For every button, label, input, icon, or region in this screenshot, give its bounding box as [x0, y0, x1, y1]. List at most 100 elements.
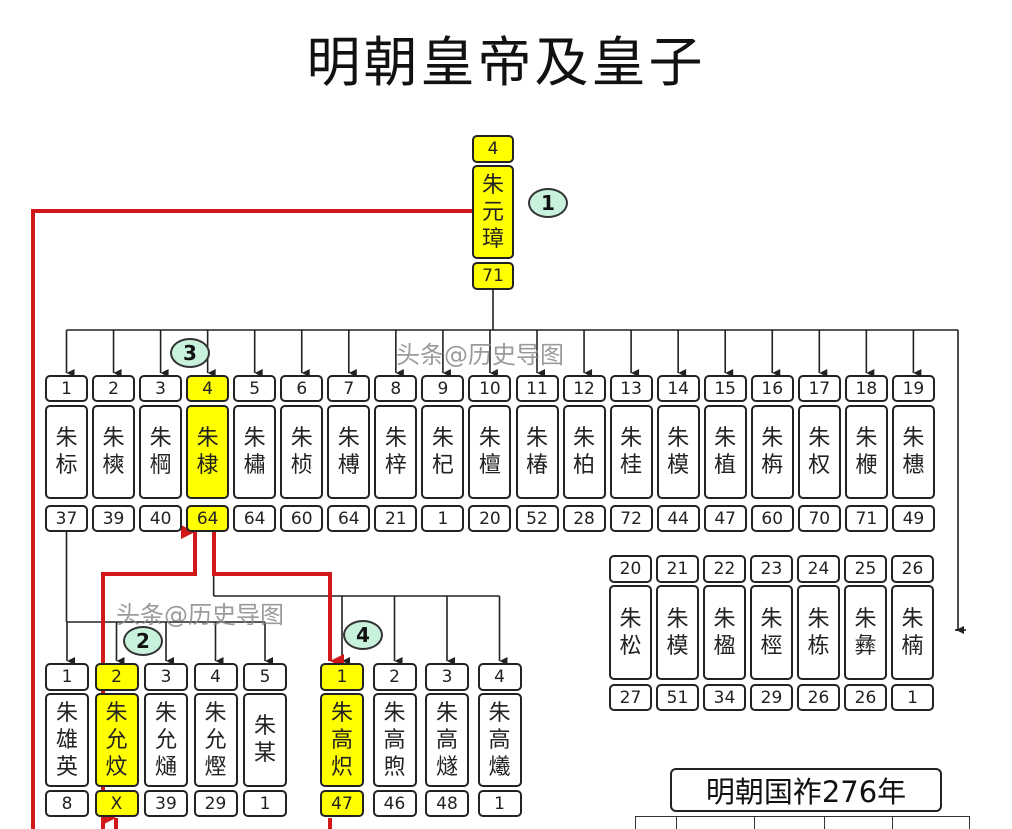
son-rank: 12: [562, 375, 606, 402]
son-age: 39: [92, 505, 136, 532]
watermark-bottom: 头条@历史导图: [116, 601, 284, 629]
son-age: 26: [797, 684, 840, 711]
son-age: 27: [609, 684, 652, 711]
grandson-name: 朱 高 炽: [320, 693, 364, 787]
son-rank: 10: [468, 375, 512, 402]
son-name: 朱 模: [656, 405, 700, 499]
grandson-age: X: [94, 790, 139, 817]
grandson-age: 47: [320, 790, 364, 817]
son-rank: 19: [891, 375, 935, 402]
grandson-age: 48: [425, 790, 469, 817]
son-rank: 11: [515, 375, 559, 402]
grandson-age: 1: [243, 790, 287, 817]
son-age: 21: [374, 505, 418, 532]
son-name: 朱 模: [656, 585, 699, 680]
grandson-name: 朱 高 燧: [425, 693, 469, 787]
son-age: 20: [468, 505, 512, 532]
step-badge-4: 4: [343, 620, 383, 650]
son-name: 朱 桂: [609, 405, 653, 499]
grandson-age: 8: [45, 790, 89, 817]
son-name: 朱 楹: [703, 585, 746, 680]
grandson-name: 朱 允 熞: [193, 693, 238, 787]
son-age: 70: [797, 505, 841, 532]
son-age: 1: [421, 505, 465, 532]
son-rank: 7: [327, 375, 371, 402]
grandson-rank: 4: [193, 663, 238, 691]
son-name: 朱 桱: [750, 585, 793, 680]
son-age: 64: [186, 505, 230, 532]
son-name: 朱 榑: [327, 405, 371, 499]
son-name: 朱 檀: [468, 405, 512, 499]
son-name: 朱 楠: [891, 585, 934, 680]
son-name: 朱 杞: [421, 405, 465, 499]
son-rank: 18: [844, 375, 888, 402]
son-rank: 20: [609, 555, 652, 583]
step-badge-1: 1: [528, 188, 568, 218]
emperor-name: 朱 元 璋: [472, 165, 514, 259]
son-rank: 1: [45, 375, 88, 402]
son-age: 40: [139, 505, 183, 532]
son-name: 朱 柏: [562, 405, 606, 499]
grandson-age: 39: [144, 790, 188, 817]
son-rank: 3: [139, 375, 183, 402]
son-rank: 6: [280, 375, 324, 402]
son-name: 朱 栋: [797, 585, 840, 680]
grandson-name: 朱 允 熥: [144, 693, 188, 787]
son-name: 朱 栴: [750, 405, 794, 499]
son-name: 朱 樉: [92, 405, 136, 499]
son-age: 60: [750, 505, 794, 532]
grandson-name: 朱 某: [243, 693, 287, 787]
son-age: 64: [233, 505, 277, 532]
grandson-age: 29: [193, 790, 238, 817]
grandson-rank: 3: [144, 663, 188, 691]
son-name: 朱 椿: [515, 405, 559, 499]
son-name: 朱 标: [45, 405, 88, 499]
grandson-rank: 5: [243, 663, 287, 691]
grandson-rank: 2: [372, 663, 417, 691]
table-edge: [635, 816, 970, 829]
son-rank: 16: [750, 375, 794, 402]
son-age: 34: [703, 684, 746, 711]
son-name: 朱 棣: [186, 405, 230, 499]
son-rank: 14: [656, 375, 700, 402]
son-name: 朱 橚: [233, 405, 277, 499]
son-rank: 13: [609, 375, 653, 402]
son-rank: 22: [703, 555, 746, 583]
son-name: 朱 梓: [374, 405, 418, 499]
grandson-name: 朱 高 爔: [477, 693, 522, 787]
son-rank: 21: [656, 555, 699, 583]
son-rank: 23: [750, 555, 793, 583]
succession-line-gaochi: [212, 532, 344, 668]
son-rank: 15: [703, 375, 747, 402]
son-age: 60: [280, 505, 324, 532]
son-rank: 17: [797, 375, 841, 402]
son-age: 47: [703, 505, 747, 532]
son-age: 26: [844, 684, 887, 711]
son-age: 1: [891, 684, 934, 711]
grandson-rank: 2: [94, 663, 139, 691]
son-name: 朱 权: [797, 405, 841, 499]
son-rank: 9: [421, 375, 465, 402]
watermark-top: 头条@历史导图: [396, 341, 564, 369]
son-age: 71: [844, 505, 888, 532]
son-age: 37: [45, 505, 88, 532]
son-age: 72: [609, 505, 653, 532]
grandson-rank: 1: [45, 663, 89, 691]
son-age: 28: [562, 505, 606, 532]
grandson-name: 朱 允 炆: [94, 693, 139, 787]
son-rank: 2: [92, 375, 136, 402]
grandson-rank: 3: [425, 663, 469, 691]
grandson-rank: 4: [477, 663, 522, 691]
grandson-rank: 1: [320, 663, 364, 691]
emperor-rank: 4: [472, 135, 514, 163]
son-rank: 24: [797, 555, 840, 583]
son-name: 朱 桢: [280, 405, 324, 499]
dynasty-duration-label: 明朝国祚276年: [670, 768, 942, 812]
emperor-age: 71: [472, 262, 514, 290]
son-rank: 4: [186, 375, 230, 402]
step-badge-2: 2: [123, 626, 163, 656]
step-badge-3: 3: [170, 338, 210, 368]
son-name: 朱 彝: [844, 585, 887, 680]
son-name: 朱 松: [609, 585, 652, 680]
son-rank: 8: [374, 375, 418, 402]
